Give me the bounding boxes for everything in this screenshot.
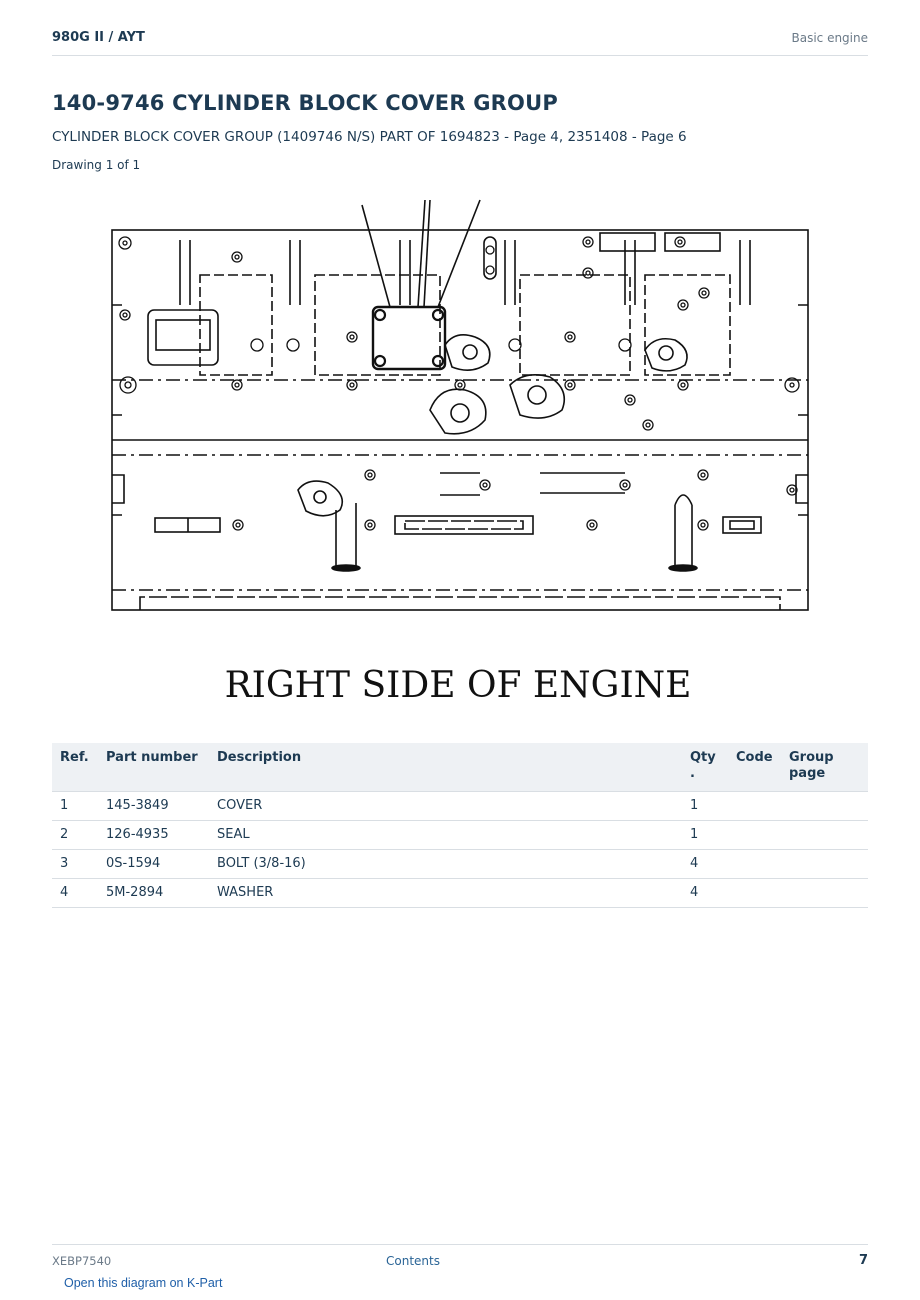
group-subtitle: CYLINDER BLOCK COVER GROUP (1409746 N/S)… [52, 129, 687, 145]
cell-code [728, 849, 781, 879]
contents-link[interactable]: Contents [386, 1254, 440, 1268]
cell-group-page [781, 878, 868, 908]
header-description: Description [209, 743, 682, 792]
page-header: 980G II / AYT Basic engine [52, 28, 868, 56]
cell-code [728, 878, 781, 908]
block-outline [111, 229, 809, 611]
cell-ref: 4 [52, 878, 98, 908]
table-row: 3 0S-1594 BOLT (3/8-16) 4 [52, 849, 868, 879]
cell-description: WASHER [209, 878, 682, 908]
engine-diagram: RIGHT SIDE OF ENGINE [111, 199, 809, 706]
table-row: 1 145-3849 COVER 1 [52, 791, 868, 821]
document-id: XEBP7540 [52, 1254, 112, 1268]
model-label: 980G II / AYT [52, 30, 145, 45]
header-part-number: Part number [98, 743, 209, 792]
cell-description: COVER [209, 791, 682, 821]
cell-group-page [781, 791, 868, 821]
cell-ref: 3 [52, 849, 98, 879]
cell-qty: 1 [682, 791, 728, 821]
cell-part-number: 145-3849 [98, 791, 209, 821]
parts-table: Ref. Part number Description Qty . Code … [52, 743, 868, 908]
diagram-caption: RIGHT SIDE OF ENGINE [225, 665, 692, 706]
section-label: Basic engine [791, 31, 868, 45]
cell-description: BOLT (3/8-16) [209, 849, 682, 879]
table-header-row: Ref. Part number Description Qty . Code … [52, 743, 868, 792]
header-code: Code [728, 743, 781, 792]
header-group-page: Group page [781, 743, 868, 792]
page-title: 140-9746 CYLINDER BLOCK COVER GROUP [52, 91, 558, 115]
cell-part-number: 5M-2894 [98, 878, 209, 908]
cell-group-page [781, 820, 868, 850]
header-ref: Ref. [52, 743, 98, 792]
cell-qty: 1 [682, 820, 728, 850]
page-number: 7 [858, 1253, 868, 1268]
page-footer: XEBP7540 Contents 7 [52, 1244, 868, 1268]
cell-group-page [781, 849, 868, 879]
cell-description: SEAL [209, 820, 682, 850]
table-row: 4 5M-2894 WASHER 4 [52, 878, 868, 908]
drawing-count: Drawing 1 of 1 [52, 158, 141, 172]
cell-code [728, 791, 781, 821]
header-qty: Qty . [682, 743, 728, 792]
table-row: 2 126-4935 SEAL 1 [52, 820, 868, 850]
cell-ref: 1 [52, 791, 98, 821]
open-kpart-link[interactable]: Open this diagram on K-Part [64, 1276, 223, 1290]
cell-qty: 4 [682, 849, 728, 879]
cell-code [728, 820, 781, 850]
cell-qty: 4 [682, 878, 728, 908]
cell-part-number: 0S-1594 [98, 849, 209, 879]
cell-part-number: 126-4935 [98, 820, 209, 850]
cover-part [371, 305, 447, 371]
cell-ref: 2 [52, 820, 98, 850]
